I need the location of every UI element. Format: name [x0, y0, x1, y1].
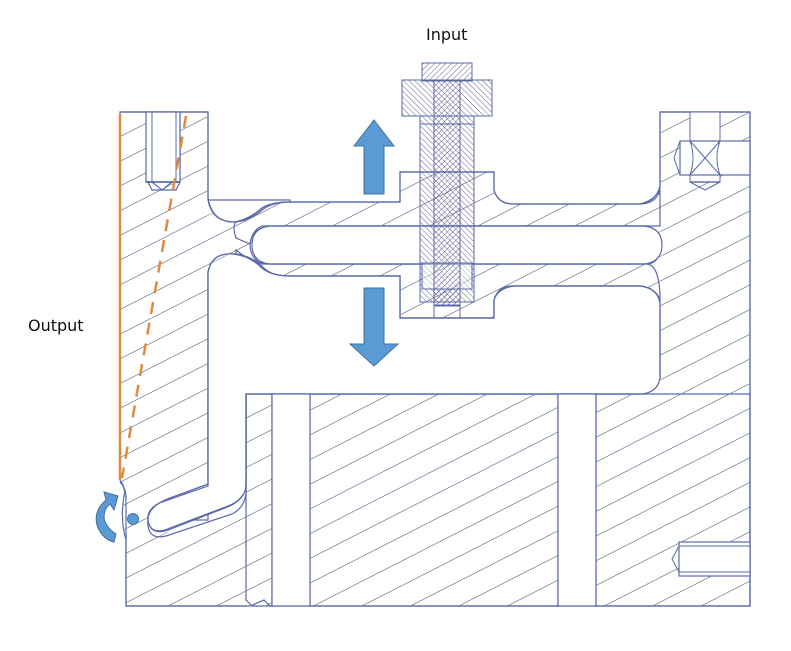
flexure-hinge: [208, 222, 252, 270]
left-wall: [121, 113, 207, 520]
right-wall: [644, 113, 749, 394]
base-block: [245, 393, 751, 607]
notch-upper-edge: [207, 197, 263, 223]
base-left: [127, 502, 246, 605]
arrow-down-icon: [348, 287, 400, 367]
left-bore: [271, 393, 311, 607]
top-right-cross-hole: [673, 111, 751, 191]
arrow-up-icon: [352, 119, 396, 195]
right-bore: [557, 393, 597, 607]
output-label: Output: [28, 316, 84, 335]
input-label: Input: [426, 25, 468, 44]
tail-fill: [209, 394, 245, 494]
bottom-right-threaded-hole: [671, 541, 751, 577]
input-bolt: [401, 62, 493, 318]
pivot-dot-icon: [127, 513, 139, 525]
curved-rotation-arrow-icon: [95, 491, 119, 543]
